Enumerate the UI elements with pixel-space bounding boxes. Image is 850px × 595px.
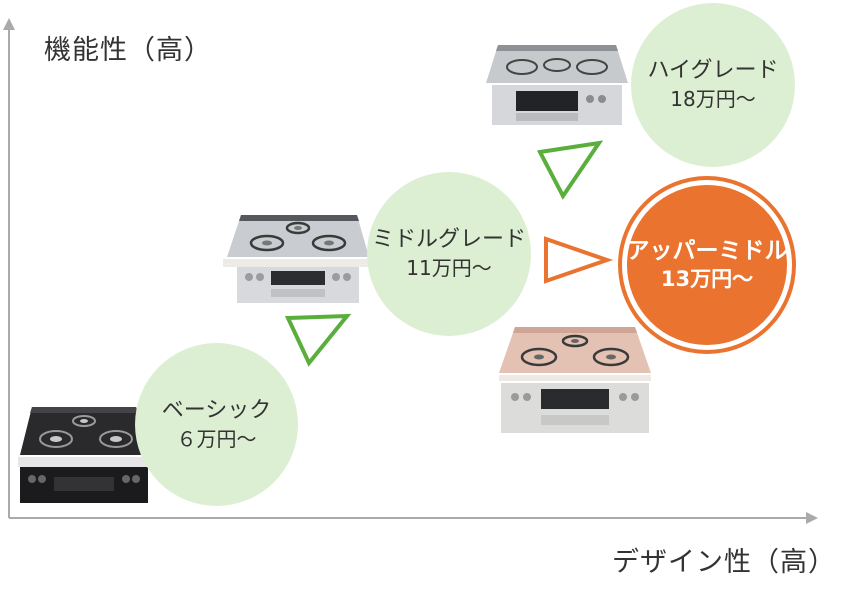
grade-price: 18万円～: [670, 87, 756, 111]
grade-circle-high: ハイグレード 18万円～: [631, 3, 795, 167]
x-axis-arrow-icon: [806, 512, 818, 524]
grade-price: ６万円～: [176, 426, 257, 451]
grade-name: ミドルグレード: [371, 227, 526, 252]
grade-name: ハイグレード: [647, 58, 779, 83]
grade-circle-basic: ベーシック ６万円～: [135, 343, 298, 506]
pink-glass-top-stove: [499, 327, 651, 433]
grade-circle-middle: ミドルグレード 11万円～: [367, 172, 531, 336]
grade-price: 11万円～: [406, 256, 492, 280]
up-right-arrow-icon: [284, 313, 352, 367]
x-axis-label: デザイン性（高）: [612, 547, 836, 578]
right-arrow-icon: [544, 236, 614, 284]
up-right-arrow-icon: [536, 140, 604, 200]
grade-name: アッパーミドル: [626, 238, 788, 264]
grade-price: 13万円～: [660, 267, 754, 291]
grade-name: ベーシック: [161, 397, 272, 423]
y-axis-label: 機能性（高）: [44, 35, 212, 66]
silver-stove: [223, 215, 373, 303]
y-axis-arrow-icon: [3, 18, 15, 30]
premium-silver-stove: [486, 45, 628, 125]
black-glass-top-stove: [18, 407, 150, 503]
grade-circle-upper-middle: アッパーミドル 13万円～: [622, 180, 792, 350]
